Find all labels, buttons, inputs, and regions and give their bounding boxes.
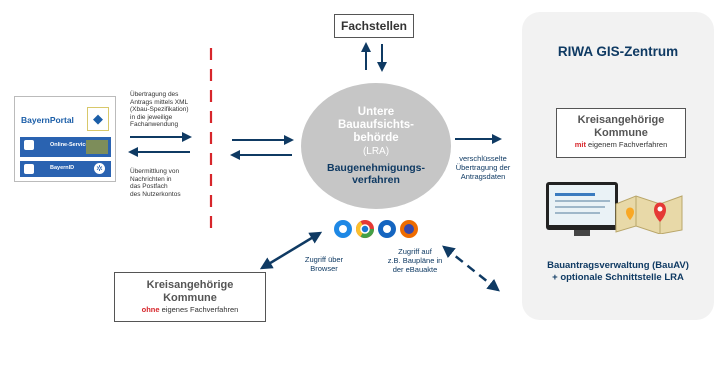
kommune-ohne-desc: ohne eigenes Fachverfahren [115, 305, 265, 314]
bayernid-label: BayernID [50, 165, 75, 171]
note-line: verschlüsselte [459, 154, 507, 163]
note-line: der eBauakte [392, 265, 438, 274]
bauav-line2: + optionale Schnittstelle LRA [552, 272, 684, 283]
monitor-stand [574, 230, 590, 236]
note-line: Nachrichten in [130, 175, 172, 183]
online-services-label: Online-Services [50, 142, 92, 148]
riwa-title: RIWA GIS-Zentrum [557, 44, 679, 59]
fachstellen-box: Fachstellen [334, 14, 414, 38]
note-line: das Postfach [130, 183, 168, 191]
note-line: Zugriff über [304, 255, 344, 264]
kommune-ohne-line1: Kreisangehörige [146, 279, 234, 291]
kommune-ohne-line2: Kommune [163, 292, 217, 304]
gear-icon: ✲ [94, 163, 105, 174]
note-browser-access: Zugriff über Browser [294, 255, 354, 273]
note-line: in die jeweilige [130, 113, 173, 121]
monitor-icon [546, 182, 618, 230]
fachstellen-label: Fachstellen [340, 19, 408, 33]
map-pin-icon [654, 202, 666, 222]
riwa-panel: RIWA GIS-Zentrum Kreisangehörige Kommune… [522, 12, 714, 320]
lra-line3: behörde [353, 132, 399, 144]
landscape-thumbnail-icon [86, 140, 108, 154]
online-services-row: Online-Services [20, 137, 111, 157]
person-icon [24, 140, 34, 150]
bayernid-row: BayernID ✲ [20, 161, 111, 177]
note-line: Übermittlung von [130, 168, 180, 175]
lra-circle: Untere Bauaufsichts- behörde (LRA) Bauge… [301, 83, 451, 209]
arrow-browser-access [259, 231, 323, 270]
kommune-mit-box: Kreisangehörige Kommune mit eigenem Fach… [556, 108, 686, 158]
lra-line1: Untere [357, 106, 395, 118]
bauav-line1: Bauantragsverwaltung (BauAV) [547, 260, 689, 271]
note-line: (Xbau-Spezifikation) [130, 106, 189, 114]
kommune-mit-line2: Kommune [594, 127, 648, 139]
id-card-icon [24, 164, 34, 174]
bayernportal-title: BayernPortal [21, 115, 74, 125]
note-line: z.B. Baupläne in [387, 256, 443, 265]
note-line: Antrags mittels XML [130, 98, 189, 106]
map-icon [615, 195, 683, 234]
kommune-mit-rest: eigenem Fachverfahren [585, 140, 668, 149]
lra-line2: Bauaufsichts- [337, 119, 415, 131]
bauav-label: Bauantragsverwaltung (BauAV) + optionale… [522, 260, 714, 284]
note-line: des Nutzerkontos [130, 190, 181, 198]
kommune-mit-desc: mit eigenem Fachverfahren [557, 140, 685, 149]
kommune-mit-line1: Kreisangehörige [577, 114, 665, 126]
note-encrypted-transfer: verschlüsselte Übertragung der Antragsda… [446, 154, 520, 181]
map-pin-icon [626, 207, 634, 220]
note-line: Übertragung der [455, 163, 511, 172]
note-line: Antragsdaten [460, 172, 506, 181]
lra-sub2: verfahren [352, 174, 400, 186]
note-line: Fachanwendung [130, 121, 179, 129]
lra-sub1: Baugenehmigungs- [326, 162, 425, 174]
note-line: Browser [310, 264, 338, 273]
bayernportal-card: BayernPortal ◆ Online-Services BayernID … [14, 96, 116, 182]
kommune-ohne-rest: eigenes Fachverfahren [159, 305, 239, 314]
arrow-ebauakte-access [442, 245, 500, 292]
kommune-mit-emph: mit [574, 140, 586, 149]
lra-line4: (LRA) [362, 146, 390, 157]
note-line: Zugriff auf [398, 247, 432, 256]
note-xml-transfer: Übertragung des Antrags mittels XML (Xba… [130, 91, 210, 129]
kommune-ohne-emph: ohne [141, 305, 160, 314]
bavaria-crest-icon: ◆ [87, 107, 109, 131]
note-ebauakte-access: Zugriff auf z.B. Baupläne in der eBauakt… [380, 247, 450, 274]
kommune-ohne-box: Kreisangehörige Kommune ohne eigenes Fac… [114, 272, 266, 322]
browser-icons [334, 220, 418, 239]
note-line: Übertragung des [130, 91, 179, 98]
note-message-transfer: Übermittlung von Nachrichten in das Post… [130, 168, 210, 198]
